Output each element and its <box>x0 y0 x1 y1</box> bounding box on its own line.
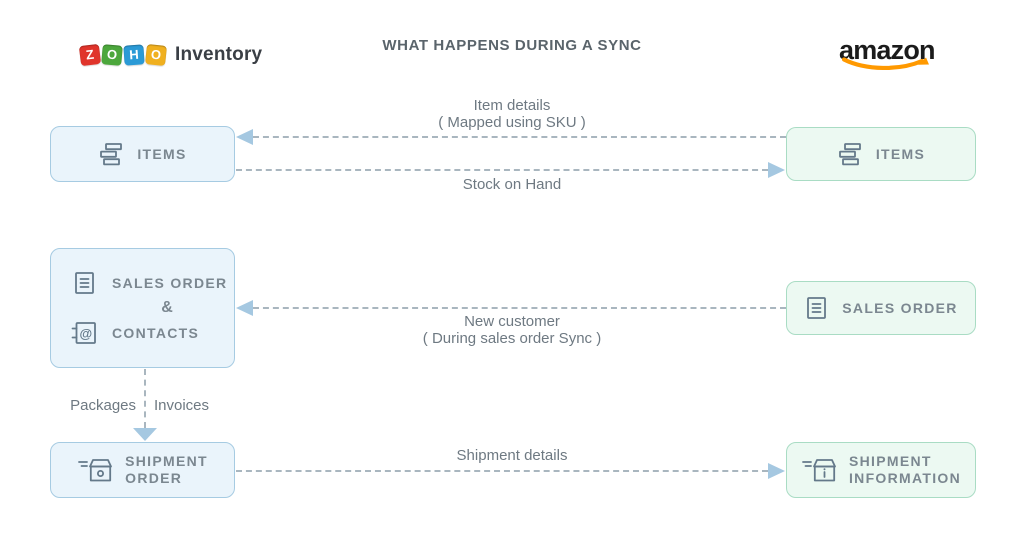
shipment-information-label: SHIPMENT INFORMATION <box>849 453 961 487</box>
new-customer-line2: ( During sales order Sync ) <box>422 330 602 347</box>
shipment-line2: ORDER <box>125 470 183 486</box>
item-details-line1: Item details <box>473 97 551 114</box>
shipment-info-line1: SHIPMENT <box>848 453 932 469</box>
shipment-info-box-icon <box>802 459 836 482</box>
zoho-logo-tile-o2: O <box>145 44 167 66</box>
packages-invoices-arrow-line <box>144 369 146 428</box>
stock-on-hand-arrow-line <box>236 169 768 171</box>
diagram-title: WHAT HAPPENS DURING A SYNC <box>382 37 642 54</box>
zoho-shipment-order-box: SHIPMENT ORDER <box>50 442 235 498</box>
zoho-items-label: ITEMS <box>137 146 187 162</box>
amazon-items-box: ITEMS <box>786 127 976 181</box>
amazon-logo-text: amazon <box>839 35 936 65</box>
contacts-row: @ CONTACTS <box>69 320 199 346</box>
sales-order-document-icon <box>69 270 99 296</box>
shipment-info-line2: INFORMATION <box>848 470 962 486</box>
sales-order-label: SALES ORDER <box>112 275 228 291</box>
zoho-sales-order-contacts-box: SALES ORDER & @ CONTACTS <box>50 248 235 368</box>
ampersand-row: & <box>112 299 222 317</box>
packages-flow-label: Packages <box>70 397 136 414</box>
new-customer-line1: New customer <box>464 313 560 330</box>
sales-order-row: SALES ORDER <box>69 270 227 296</box>
stacked-items-icon <box>100 142 123 165</box>
contacts-label: CONTACTS <box>112 325 200 341</box>
item-details-line2: ( Mapped using SKU ) <box>438 114 586 131</box>
shipment-box-icon <box>78 459 113 482</box>
packages-invoices-arrowhead-down <box>133 428 157 441</box>
new-customer-arrow-line <box>253 307 786 309</box>
zoho-logo-tile-z: Z <box>78 43 102 67</box>
shipment-details-arrow-line <box>236 470 768 472</box>
svg-text:@: @ <box>80 326 93 341</box>
stock-on-hand-arrowhead-right <box>768 162 785 178</box>
amazon-sales-order-label: SALES ORDER <box>842 300 958 316</box>
zoho-logo-tile-o1: O <box>101 44 123 66</box>
shipment-details-arrowhead-right <box>768 463 785 479</box>
amazon-logo: amazon <box>839 36 939 72</box>
invoices-flow-label: Invoices <box>154 397 210 414</box>
stacked-items-icon <box>838 142 861 165</box>
item-details-arrowhead-left <box>236 129 253 145</box>
amazon-sales-order-box: SALES ORDER <box>786 281 976 335</box>
zoho-inventory-logo: Z O H O Inventory <box>78 43 263 67</box>
shipment-order-label: SHIPMENT ORDER <box>125 453 208 487</box>
sales-order-document-icon <box>807 297 827 319</box>
item-details-flow-label: Item details ( Mapped using SKU ) <box>362 97 662 131</box>
shipment-details-flow-label: Shipment details <box>456 447 568 464</box>
zoho-items-box: ITEMS <box>50 126 235 182</box>
zoho-logo-text: Inventory <box>175 44 263 65</box>
ampersand-label: & <box>161 299 173 316</box>
new-customer-flow-label: New customer ( During sales order Sync ) <box>357 313 667 347</box>
zoho-logo-tile-h: H <box>123 44 145 66</box>
stock-on-hand-flow-label: Stock on Hand <box>462 176 562 193</box>
shipment-line1: SHIPMENT <box>125 453 208 469</box>
contacts-address-book-icon: @ <box>69 320 99 346</box>
item-details-arrow-line <box>253 136 786 138</box>
amazon-shipment-information-box: SHIPMENT INFORMATION <box>786 442 976 498</box>
amazon-items-label: ITEMS <box>875 146 926 162</box>
amazon-smile-icon <box>842 57 929 71</box>
new-customer-arrowhead-left <box>236 300 253 316</box>
